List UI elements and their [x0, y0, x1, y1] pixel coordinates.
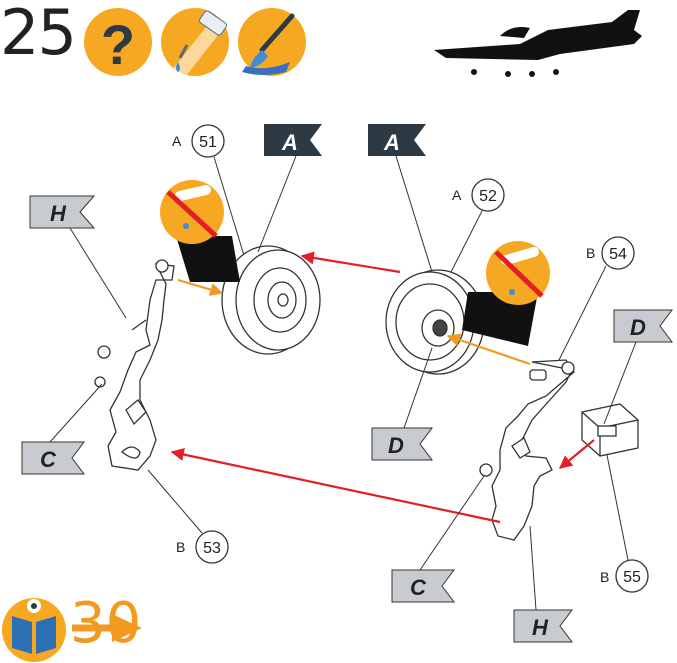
svg-text:51: 51: [199, 134, 217, 151]
color-flag-a: A: [257, 124, 322, 253]
no-glue-icon: [462, 241, 550, 346]
part-callout-55: B 55: [600, 449, 649, 593]
arrow-strut-to-strut: [170, 448, 501, 524]
no-glue-icon: [160, 180, 240, 282]
paint-brush-icon: [238, 8, 306, 76]
svg-text:A: A: [383, 130, 400, 155]
svg-text:A: A: [452, 187, 462, 203]
arrow-axle-to-wheel-52: [446, 333, 531, 366]
color-flag-c: C: [21, 383, 103, 475]
question-icon: ?: [84, 8, 152, 76]
color-flag-d: D: [371, 347, 433, 461]
glue-bottle-icon: [161, 8, 229, 76]
svg-text:53: 53: [203, 540, 221, 557]
arrow-right-icon: [72, 614, 142, 642]
color-flag-h: H: [29, 195, 127, 319]
arrow-axle-to-wheel-51: [177, 278, 224, 296]
arrow-wheel-to-wheel: [300, 251, 401, 274]
svg-text:?: ?: [101, 13, 135, 76]
svg-text:D: D: [630, 315, 646, 340]
color-flag-d: D: [603, 309, 673, 425]
step-number: 25: [0, 0, 77, 69]
color-flag-c: C: [391, 475, 485, 603]
svg-text:B: B: [600, 569, 609, 585]
svg-text:A: A: [172, 133, 182, 149]
assembly-arrows: [170, 251, 595, 524]
arrow-bracket-to-strut: [558, 439, 595, 469]
strut-part-54: [479, 359, 575, 541]
svg-text:54: 54: [609, 246, 627, 263]
aircraft-silhouette-icon: [434, 10, 642, 77]
color-flag-h: H: [513, 525, 573, 643]
part-callout-51: A 51: [172, 124, 247, 263]
svg-text:B: B: [176, 539, 185, 555]
svg-text:C: C: [410, 575, 427, 600]
bracket-part-55: [581, 403, 639, 457]
wheel-part-51: [221, 245, 321, 355]
svg-text:C: C: [40, 447, 57, 472]
svg-text:B: B: [586, 245, 595, 261]
svg-text:55: 55: [623, 569, 641, 586]
svg-text:H: H: [532, 615, 549, 640]
svg-text:A: A: [281, 130, 298, 155]
part-callout-54: B 54: [555, 236, 635, 367]
svg-text:52: 52: [479, 188, 497, 205]
svg-text:H: H: [50, 201, 67, 226]
part-callout-52: A 52: [447, 178, 505, 279]
part-callout-53: B 53: [147, 469, 229, 564]
color-flag-a: A: [368, 124, 433, 273]
strut-part-53: [94, 259, 175, 471]
svg-text:D: D: [388, 433, 404, 458]
reference-book-icon: [2, 598, 66, 662]
